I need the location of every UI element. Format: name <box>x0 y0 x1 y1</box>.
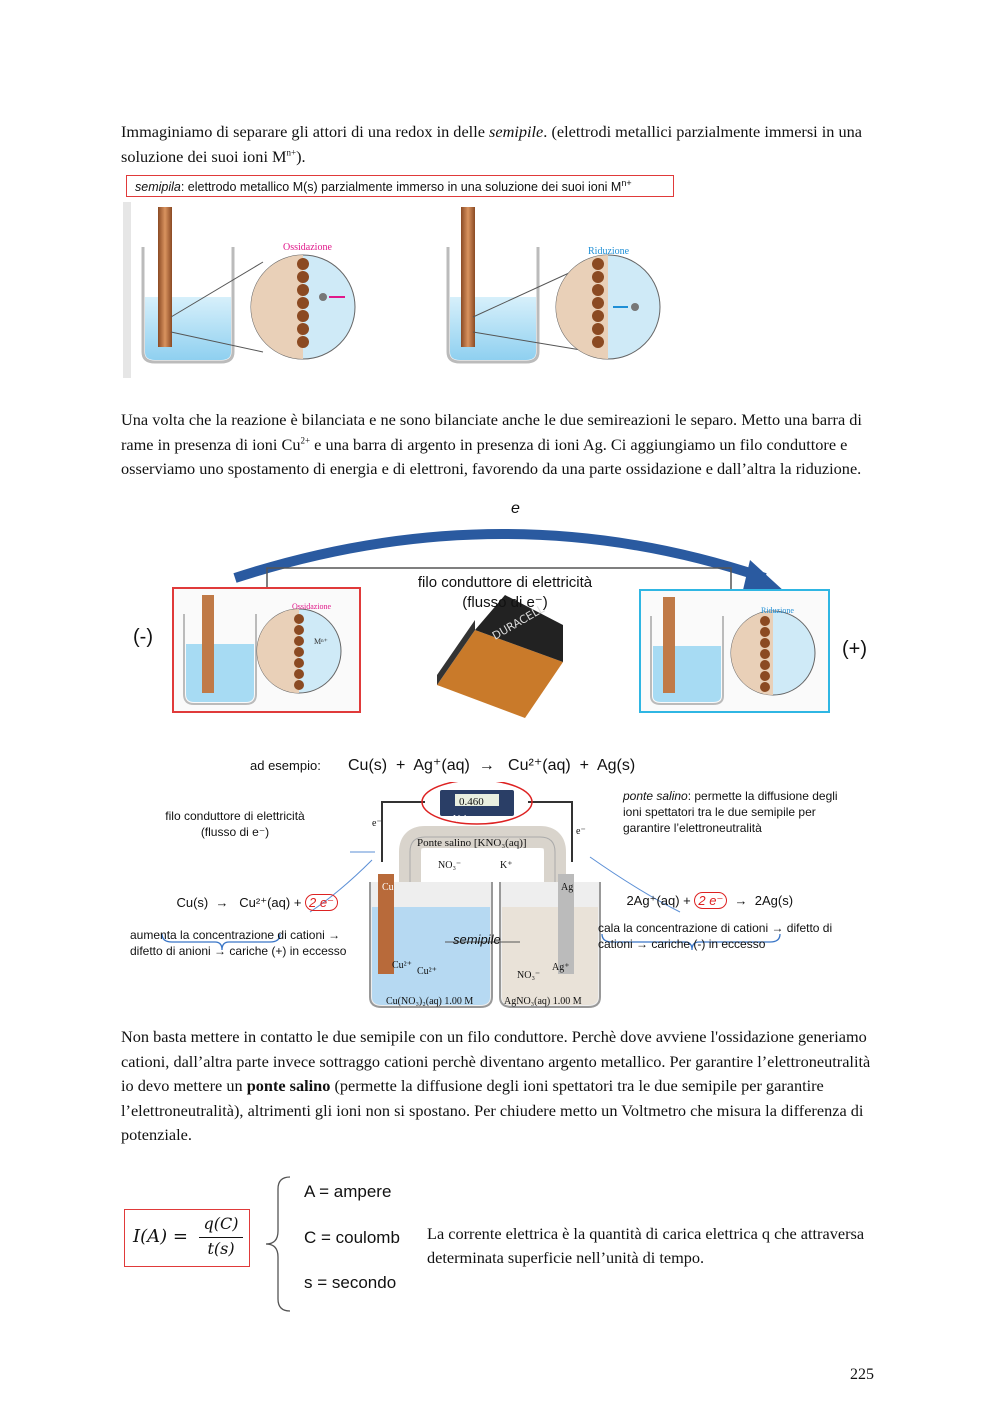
figure-semipila: semipila: elettrodo metallico M(s) parzi… <box>123 172 678 378</box>
salt-bridge-label: Ponte salino [KNO₃(aq)] <box>417 837 527 849</box>
wire-note: filo conduttore di elettricità (flusso d… <box>165 809 305 839</box>
wire-title: filo conduttore di elettricità (flusso d… <box>417 574 593 611</box>
fraction-bar <box>199 1237 243 1238</box>
semipila-illustration: Ossidazione Riduzione <box>123 202 661 378</box>
beaker-right: Riduzione <box>446 207 661 364</box>
formula-lhs: I(A) = <box>133 1226 188 1247</box>
unit-ampere: A = ampere <box>304 1182 392 1201</box>
current-definition: La corrente elettrica è la quantità di c… <box>427 1224 865 1267</box>
svg-text:Riduzione: Riduzione <box>761 606 794 615</box>
copper-electrode <box>378 874 394 974</box>
svg-text:Riduzione: Riduzione <box>588 246 630 257</box>
unit-coulomb: C = coulomb <box>304 1228 400 1247</box>
semipile-label: semipile <box>453 932 501 947</box>
figure-wire-battery: DURACELL e filo conduttore di elettricit… <box>125 500 885 718</box>
electron-right-label: e⁻ <box>576 826 586 837</box>
voltmeter-highlight <box>421 782 533 825</box>
copper-electrode-label: Cu <box>382 882 394 893</box>
electron-flow-arrow: DURACELL <box>233 529 785 718</box>
example-reaction: Cu(s) + Ag⁺(aq) → Cu²⁺(aq) + Ag(s) <box>348 757 636 774</box>
nitrate-ion-label: NO₃⁻ <box>517 970 541 981</box>
oxidation-note: aumenta la concentrazione di cationi → d… <box>130 928 347 958</box>
positive-pole-label: (+) <box>842 638 867 660</box>
negative-pole-label: (-) <box>133 626 153 648</box>
svg-text:Mⁿ⁺: Mⁿ⁺ <box>314 637 328 646</box>
battery-icon: DURACELL <box>437 595 563 718</box>
current-formula-box: I(A) = q(C) t(s) <box>124 1209 250 1267</box>
silver-electrode <box>558 874 574 974</box>
unit-secondo: s = secondo <box>304 1273 397 1292</box>
paragraph-salt-bridge: Non basta mettere in contatto le due sem… <box>121 1027 871 1145</box>
reduction-half-reaction: 2Ag⁺(aq) + 2 e⁻ → 2Ag(s) <box>626 892 794 909</box>
formula-denominator: t(s) <box>207 1239 235 1258</box>
semipila-definition: semipila: elettrodo metallico M(s) parzi… <box>126 175 674 197</box>
page-number: 225 <box>850 1366 874 1383</box>
copper-ion-label-a: Cu²⁺ <box>392 960 412 971</box>
formula-numerator: q(C) <box>203 1214 239 1233</box>
silver-ion-label: Ag⁺ <box>552 962 570 973</box>
svg-text:Ossidazione: Ossidazione <box>292 602 332 611</box>
voltmeter-value: 0.460 <box>459 796 484 808</box>
silver-electrode-label: Ag <box>561 882 574 893</box>
oxidation-halfcell-box: Ossidazione Mⁿ⁺ <box>172 587 361 713</box>
example-prefix: ad esempio: <box>250 758 321 773</box>
svg-text:Ossidazione: Ossidazione <box>283 242 332 253</box>
bridge-nitrate-label: NO₃⁻ <box>438 860 462 871</box>
electron-left-label: e⁻ <box>372 818 382 829</box>
salt-bridge-note: ponte salino: permette la diffusione deg… <box>623 789 838 835</box>
units-brace <box>265 1176 291 1312</box>
reduction-halfcell-box: Riduzione <box>639 589 830 713</box>
figure-galvanic-cell: ad esempio: Cu(s) + Ag⁺(aq) → Cu²⁺(aq) +… <box>120 752 880 1014</box>
reduction-note: cala la concentrazione di cationi → dife… <box>598 921 833 951</box>
galvanic-cell-diagram <box>161 782 781 1008</box>
beaker-left: Ossidazione <box>123 202 356 378</box>
bridge-potassium-label: K⁺ <box>500 860 513 871</box>
right-solution-label: AgNO₃(aq) 1.00 M <box>504 996 582 1007</box>
left-solution-label: Cu(NO₃)₂(aq) 1.00 M <box>386 996 474 1007</box>
copper-ion-label-b: Cu²⁺ <box>417 966 437 977</box>
paragraph-separation: Una volta che la reazione è bilanciata e… <box>121 410 862 479</box>
electron-label: e <box>511 500 520 517</box>
paragraph-intro: Immaginiamo di separare gli attori di un… <box>121 122 863 166</box>
voltmeter-label: Voltmetro <box>453 814 493 825</box>
oxidation-half-reaction: Cu(s) → Cu²⁺(aq) + 2 e⁻ <box>162 880 338 926</box>
